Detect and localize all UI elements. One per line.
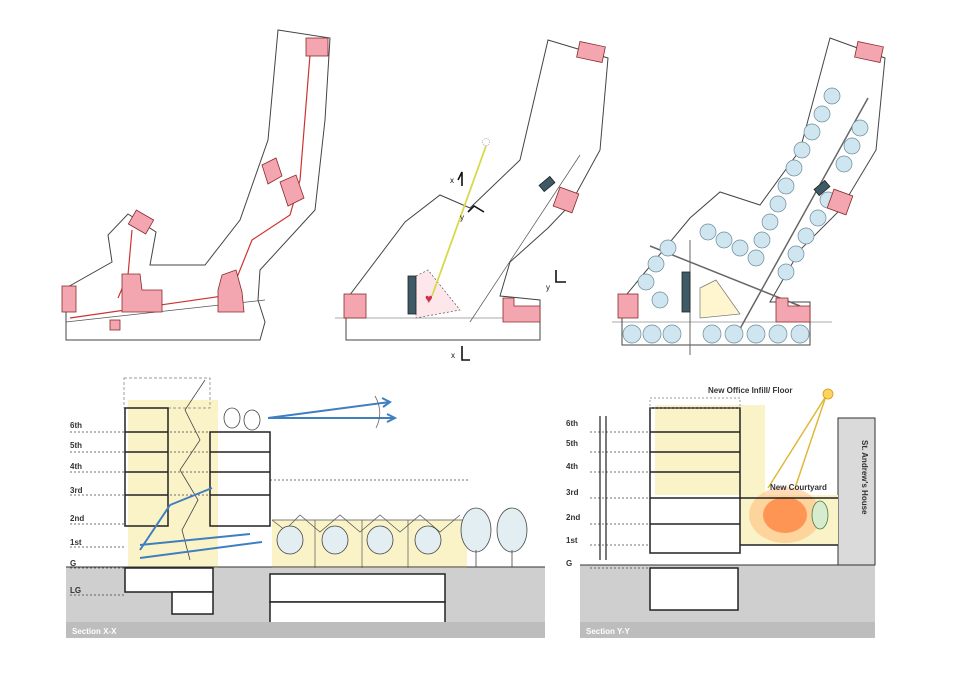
section-xx-light-wash [128, 400, 218, 568]
sun-icon-yy [822, 388, 834, 400]
annotation-st-andrews-house: St. Andrew's House [860, 440, 869, 515]
section-yy-building [649, 407, 838, 554]
plan-1-red-route [69, 54, 311, 319]
plan-1-building-b [261, 157, 283, 185]
plan-1-building-g [217, 269, 245, 313]
plan-3-axis-2 [649, 245, 801, 307]
plan-1-building-a [305, 37, 329, 57]
plan-3-core-2 [813, 179, 831, 197]
section-yy-basement [649, 567, 739, 611]
level-label-3rd: 3rd [70, 486, 83, 495]
plan-1-building-h [109, 319, 121, 331]
section-xx-building-left [124, 407, 169, 527]
plan-1-building-f [61, 285, 77, 313]
annotation-new-courtyard: New Courtyard [770, 483, 827, 492]
plan-2-building-b [552, 186, 580, 214]
plan-3-building-b [826, 188, 854, 216]
level-label-lg: LG [70, 586, 81, 595]
section-yy: 6th 5th 4th 3rd 2nd 1st G [566, 386, 876, 638]
level-label-5th: 5th [70, 441, 82, 450]
plan-3-building-c [617, 293, 639, 319]
section-xx-trees [276, 507, 528, 555]
plan-3-landscape [612, 37, 886, 355]
plan-2-core-2 [538, 175, 556, 193]
section-marker-y-right-label: y [546, 283, 550, 292]
plan-2-core-1 [407, 275, 417, 315]
section-yy-glow-halo [749, 487, 821, 543]
section-xx-roof-trees [223, 407, 261, 431]
section-marker-x-bottom: x [451, 346, 470, 361]
section-yy-glow [763, 497, 807, 533]
section-yy-caption: Section Y-Y [586, 627, 631, 636]
section-xx-caption: Section X-X [72, 627, 117, 636]
section-marker-x-bottom-label: x [451, 351, 455, 360]
section-xx-levels: 6th 5th 4th 3rd 2nd 1st G LG [70, 421, 84, 595]
section-xx: 6th 5th 4th 3rd 2nd 1st G LG [66, 377, 545, 638]
plan-2-courtyard [415, 269, 461, 319]
yy-level-label-g: G [566, 559, 572, 568]
section-yy-floor-lines [590, 431, 650, 569]
section-yy-infill-wash [655, 405, 765, 495]
yy-level-label-5th: 5th [566, 439, 578, 448]
plan-2-diagonal [469, 154, 581, 323]
plan-3-core-1 [681, 271, 691, 313]
section-marker-x-top-label: x [450, 176, 454, 185]
plan-1-existing [61, 29, 331, 341]
section-xx-view-arrows [139, 397, 398, 559]
yy-level-label-1st: 1st [566, 536, 578, 545]
section-xx-building-right [209, 431, 271, 527]
plan-3-axis-1 [735, 97, 869, 337]
section-yy-left-facade [599, 416, 607, 560]
yy-level-label-4th: 4th [566, 462, 578, 471]
plan-2-building-c [343, 293, 367, 319]
section-xx-view-cone [374, 395, 381, 429]
section-marker-y-top-label: y [460, 213, 464, 222]
plan-1-building-e [121, 273, 163, 313]
plan-3-building-a [854, 40, 884, 64]
plan-3-trees [622, 87, 869, 344]
level-label-6th: 6th [70, 421, 82, 430]
section-xx-canopies [271, 514, 470, 568]
plan-2-proposal: ♥ x y y x [335, 39, 609, 361]
sun-icon [482, 138, 490, 146]
level-label-2nd: 2nd [70, 514, 84, 523]
section-yy-tree [811, 500, 829, 530]
plan-2-building-a [576, 40, 606, 64]
plan-3-courtyard [699, 279, 741, 319]
section-marker-y-top: y [460, 204, 485, 222]
section-xx-lightwell-zigzag [179, 379, 206, 561]
yy-level-label-2nd: 2nd [566, 513, 580, 522]
section-yy-right-building [837, 417, 876, 566]
section-yy-sun-rays [767, 395, 827, 489]
section-yy-infill-box [649, 397, 741, 409]
yy-level-label-6th: 6th [566, 419, 578, 428]
plan-2-building-d [502, 297, 541, 323]
section-xx-tree-trunks [475, 550, 513, 567]
level-label-g: G [70, 559, 76, 568]
plan-1-building-d [127, 209, 155, 235]
section-marker-y-right: y [546, 270, 566, 292]
section-yy-caption-band [580, 622, 875, 638]
section-xx-rooftop-outline [123, 377, 211, 409]
annotation-new-office-infill: New Office Infill/ Floor [708, 386, 792, 395]
plan-1-building-c [279, 174, 305, 207]
section-marker-x-top: x [450, 171, 463, 186]
plan-2-sun-ray [431, 145, 487, 297]
section-xx-caption-band [66, 622, 545, 638]
section-yy-levels: 6th 5th 4th 3rd 2nd 1st G [566, 419, 580, 568]
level-label-1st: 1st [70, 538, 82, 547]
heart-icon: ♥ [425, 291, 433, 306]
level-label-4th: 4th [70, 462, 82, 471]
yy-level-label-3rd: 3rd [566, 488, 579, 497]
plan-3-building-d [775, 297, 811, 323]
